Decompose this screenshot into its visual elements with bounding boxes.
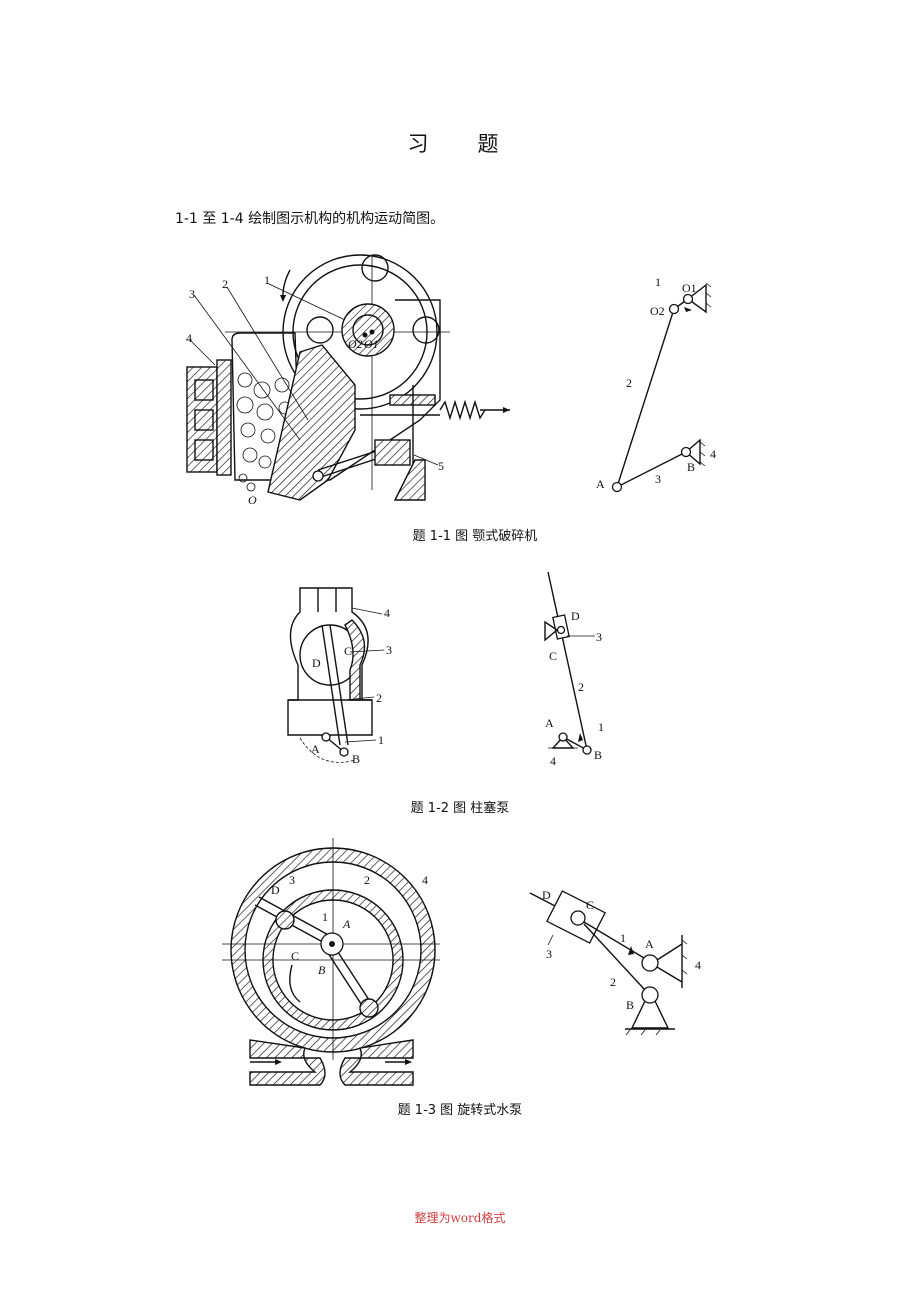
label: 3	[655, 472, 661, 486]
figure-caption-1-3: 题 1-3 图 旋转式水泵	[398, 1103, 523, 1118]
label: D	[312, 656, 321, 670]
label: 3	[189, 287, 195, 301]
label: 3	[386, 643, 392, 657]
label: 2	[610, 975, 616, 989]
label: 1	[264, 273, 270, 287]
rotary-water-pump-drawing: D 3 2 4 1 A C B	[222, 838, 440, 1086]
label: A	[596, 477, 605, 491]
label: 4	[710, 447, 716, 461]
label: A	[311, 742, 320, 756]
label: 3	[596, 630, 602, 644]
label: 2	[376, 691, 382, 705]
label: A	[342, 917, 351, 931]
rotary-water-pump-kinematic-diagram: D C 1 A 4 3 2 B	[529, 888, 701, 1036]
label: C	[549, 649, 557, 663]
label: 2	[578, 680, 584, 694]
label: C	[586, 898, 594, 912]
figure-caption-1-2: 题 1-2 图 柱塞泵	[411, 800, 510, 816]
page-footer: 整理为word格式	[414, 1211, 506, 1225]
label: O2	[650, 304, 665, 318]
label: 1	[598, 720, 604, 734]
plunger-pump-kinematic-diagram: D 3 C 2 A 1 B 4	[544, 571, 604, 768]
jaw-crusher-drawing: 1 2 3 4 5 O2 O1 O	[186, 254, 510, 507]
label: D	[571, 609, 580, 623]
label: B	[594, 748, 602, 762]
label: B	[352, 752, 360, 766]
label: C	[344, 644, 352, 658]
label: O2	[348, 337, 363, 351]
label: O	[248, 493, 257, 507]
figure-caption-1-1: 题 1-1 图 颚式破碎机	[413, 529, 538, 544]
label: O1	[364, 337, 379, 351]
exercise-instruction: 1-1 至 1-4 绘制图示机构的机构运动简图。	[175, 211, 445, 227]
label: 2	[364, 873, 370, 887]
label: 4	[550, 754, 556, 768]
label: 4	[186, 331, 192, 345]
label: A	[545, 716, 554, 730]
label: D	[271, 883, 280, 897]
label: B	[687, 460, 695, 474]
label: O1	[682, 281, 697, 295]
label: 4	[695, 958, 701, 972]
label: 2	[222, 277, 228, 291]
plunger-pump-drawing: 4 3 C D 2 1 A B	[287, 587, 392, 766]
label: 1	[378, 733, 384, 747]
label: 1	[322, 910, 328, 924]
label: C	[291, 949, 299, 963]
page-title: 习 题	[407, 132, 513, 156]
label: B	[318, 963, 326, 977]
label: 4	[384, 606, 390, 620]
label: D	[542, 888, 551, 902]
label: 1	[620, 931, 626, 945]
label: 1	[655, 275, 661, 289]
label: 5	[438, 459, 444, 473]
label: A	[645, 937, 654, 951]
label: 3	[289, 873, 295, 887]
label: 3	[546, 947, 552, 961]
label: 2	[626, 376, 632, 390]
label: 4	[422, 873, 428, 887]
label: B	[626, 998, 634, 1012]
jaw-crusher-kinematic-diagram: 1 O1 O2 2 A 3 B 4	[596, 275, 716, 493]
